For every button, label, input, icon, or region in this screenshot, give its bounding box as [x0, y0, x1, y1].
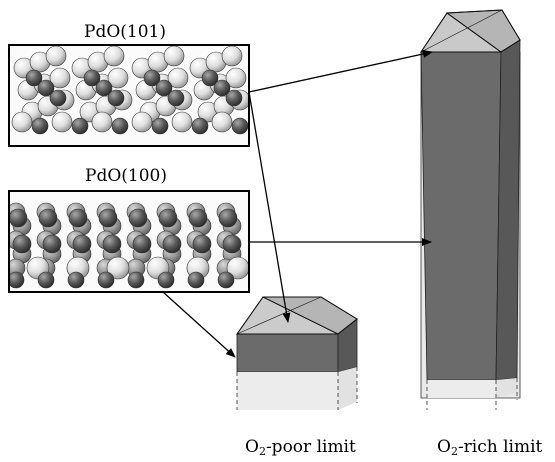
dark-atom: [155, 79, 173, 97]
dark-atom: [49, 89, 67, 107]
dark-atom: [38, 208, 58, 228]
light-atom: [103, 46, 125, 67]
light-atom: [107, 67, 129, 89]
light-atom: [171, 111, 193, 133]
light-atom: [225, 67, 247, 89]
dark-atom: [158, 208, 178, 228]
dark-atom: [107, 89, 125, 107]
dark-atom: [102, 234, 122, 254]
o2-rich-label: O2-rich limit: [437, 437, 543, 458]
dark-atom: [72, 234, 92, 254]
pdo101-title: PdO(101): [84, 22, 166, 42]
dark-atom: [37, 79, 55, 97]
light-atom: [221, 46, 243, 67]
dark-atom: [127, 271, 145, 289]
light-atom: [49, 67, 71, 89]
dark-atom: [10, 271, 25, 289]
pdo101-panel: [8, 44, 250, 147]
light-atom: [11, 111, 33, 133]
dark-atom: [222, 234, 242, 254]
o2-poor-crystal: [236, 296, 358, 410]
light-atom: [226, 256, 248, 280]
dark-atom: [192, 234, 212, 254]
dark-atom: [191, 117, 209, 135]
pdo101-atoms: [11, 46, 248, 135]
dark-atom: [83, 69, 101, 87]
dark-atom: [162, 234, 182, 254]
dark-atom: [42, 234, 62, 254]
rich-front-face: [420, 51, 502, 381]
dark-atom: [151, 117, 169, 135]
dark-atom: [25, 69, 43, 87]
dark-atom: [187, 271, 205, 289]
arrow-100-to-poor: [162, 291, 236, 358]
dark-atom: [143, 69, 161, 87]
light-atom: [163, 46, 185, 67]
dark-atom: [68, 208, 88, 228]
dark-atom: [217, 271, 235, 289]
dark-atom: [67, 271, 85, 289]
light-atom: [51, 111, 73, 133]
dark-atom: [157, 271, 175, 289]
pdo100-panel: [8, 190, 250, 293]
light-atom: [91, 111, 113, 133]
dark-atom: [128, 208, 148, 228]
dark-atom: [98, 208, 118, 228]
poor-lower-band: [237, 372, 338, 410]
dark-atom: [111, 117, 129, 135]
arrow-101-to-poor: [248, 91, 291, 323]
dark-atom: [213, 79, 231, 97]
dark-atom: [97, 271, 115, 289]
dark-atom: [188, 208, 208, 228]
light-atom: [131, 111, 153, 133]
arrows: [162, 50, 433, 358]
dark-atom: [218, 208, 238, 228]
dark-atom: [225, 89, 243, 107]
light-atom: [211, 111, 233, 133]
dark-atom: [31, 117, 49, 135]
dark-atom: [71, 117, 89, 135]
dark-atom: [167, 89, 185, 107]
dark-atom: [10, 208, 28, 228]
dark-atom: [95, 79, 113, 97]
light-atom: [45, 46, 67, 67]
o2-poor-label: O2-poor limit: [245, 437, 356, 458]
dark-atom: [201, 69, 219, 87]
dark-atom: [231, 117, 248, 135]
light-atom: [106, 256, 130, 280]
light-atom: [167, 67, 189, 89]
pdo100-title: PdO(100): [85, 166, 167, 186]
pdo100-atoms: [10, 202, 248, 289]
o2-rich-crystal: [420, 9, 521, 410]
arrow-101-to-rich: [248, 50, 433, 93]
dark-atom: [12, 234, 32, 254]
dark-atom: [132, 234, 152, 254]
dark-atom: [37, 271, 55, 289]
poor-front-face: [236, 333, 339, 373]
